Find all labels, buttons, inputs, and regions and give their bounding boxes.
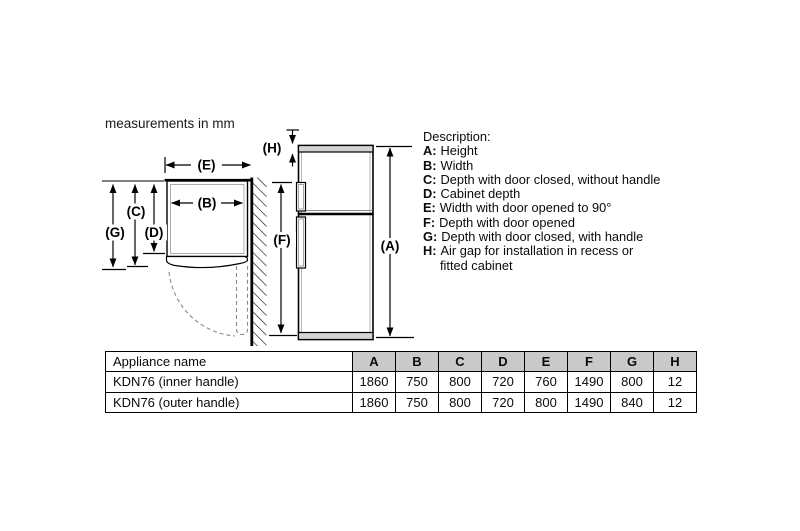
- value-a: 1860: [352, 371, 396, 393]
- dim-label-f: (F): [273, 233, 290, 248]
- description-item-b: B:Width: [423, 157, 474, 173]
- description-item-f: F:Depth with door opened: [423, 214, 575, 230]
- value-d: 720: [481, 391, 525, 413]
- value-d: 720: [481, 371, 525, 393]
- cabinet-outline: [166, 180, 249, 258]
- table-row: KDN76 (outer handle) 1860 750 800 720 80…: [105, 391, 697, 413]
- dimension-table: Appliance name A B C D E F G H KDN76 (in…: [105, 351, 697, 413]
- appliance-name: KDN76 (inner handle): [105, 371, 353, 393]
- description-item-h-continuation: fitted cabinet: [440, 257, 513, 273]
- door-open-dashed: [235, 266, 249, 336]
- value-h: 12: [653, 391, 697, 413]
- description-item-h: H:Air gap for installation in recess or: [423, 243, 634, 259]
- dim-label-e: (E): [198, 158, 216, 173]
- top-band: [297, 144, 374, 153]
- cabinet-inner-line: [170, 184, 245, 254]
- value-f: 1490: [567, 391, 611, 413]
- plinth-band: [297, 331, 374, 341]
- dim-label-h: (H): [263, 141, 282, 156]
- table-header-row: Appliance name A B C D E F G H: [105, 351, 697, 372]
- value-b: 750: [395, 371, 439, 393]
- col-header-b: B: [395, 351, 439, 372]
- dim-label-a: (A): [381, 239, 400, 254]
- value-c: 800: [438, 391, 482, 413]
- value-a: 1860: [352, 391, 396, 413]
- value-b: 750: [395, 391, 439, 413]
- fridge-handle: [295, 216, 307, 269]
- col-header-h: H: [653, 351, 697, 372]
- dim-label-c: (C): [127, 204, 146, 219]
- col-header-d: D: [481, 351, 525, 372]
- table-row: KDN76 (inner handle) 1860 750 800 720 76…: [105, 371, 697, 393]
- col-header-a: A: [352, 351, 396, 372]
- description-title: Description:: [423, 129, 491, 144]
- description-item-d: D:Cabinet depth: [423, 186, 521, 202]
- col-header-e: E: [524, 351, 568, 372]
- col-header-g: G: [610, 351, 654, 372]
- door-closed: [165, 255, 249, 269]
- col-header-f: F: [567, 351, 611, 372]
- value-e: 800: [524, 391, 568, 413]
- description-item-g: G:Depth with door closed, with handle: [423, 229, 644, 245]
- dim-label-d: (D): [145, 225, 164, 240]
- appliance-body: [297, 144, 374, 341]
- appliance-name-header: Appliance name: [105, 351, 353, 372]
- top-view: [164, 177, 267, 346]
- door-swing-arc: [168, 271, 236, 337]
- appliance-name: KDN76 (outer handle): [105, 391, 353, 413]
- description-item-e: E:Width with door opened to 90°: [423, 200, 612, 216]
- value-g: 840: [610, 391, 654, 413]
- value-g: 800: [610, 371, 654, 393]
- value-h: 12: [653, 371, 697, 393]
- front-view: [295, 144, 374, 341]
- wall-hatching: [253, 177, 267, 346]
- dim-label-backgrounds: [101, 157, 405, 254]
- units-note: measurements in mm: [105, 116, 235, 131]
- col-header-c: C: [438, 351, 482, 372]
- freezer-handle: [295, 181, 307, 212]
- description-item-a: A:Height: [423, 143, 478, 159]
- dim-label-g: (G): [105, 225, 125, 240]
- value-c: 800: [438, 371, 482, 393]
- dim-label-b: (B): [198, 196, 217, 211]
- value-f: 1490: [567, 371, 611, 393]
- description-item-c: C:Depth with door closed, without handle: [423, 171, 661, 187]
- value-e: 760: [524, 371, 568, 393]
- description-panel: Description: A:Height B:Width C:Depth wi…: [423, 129, 661, 273]
